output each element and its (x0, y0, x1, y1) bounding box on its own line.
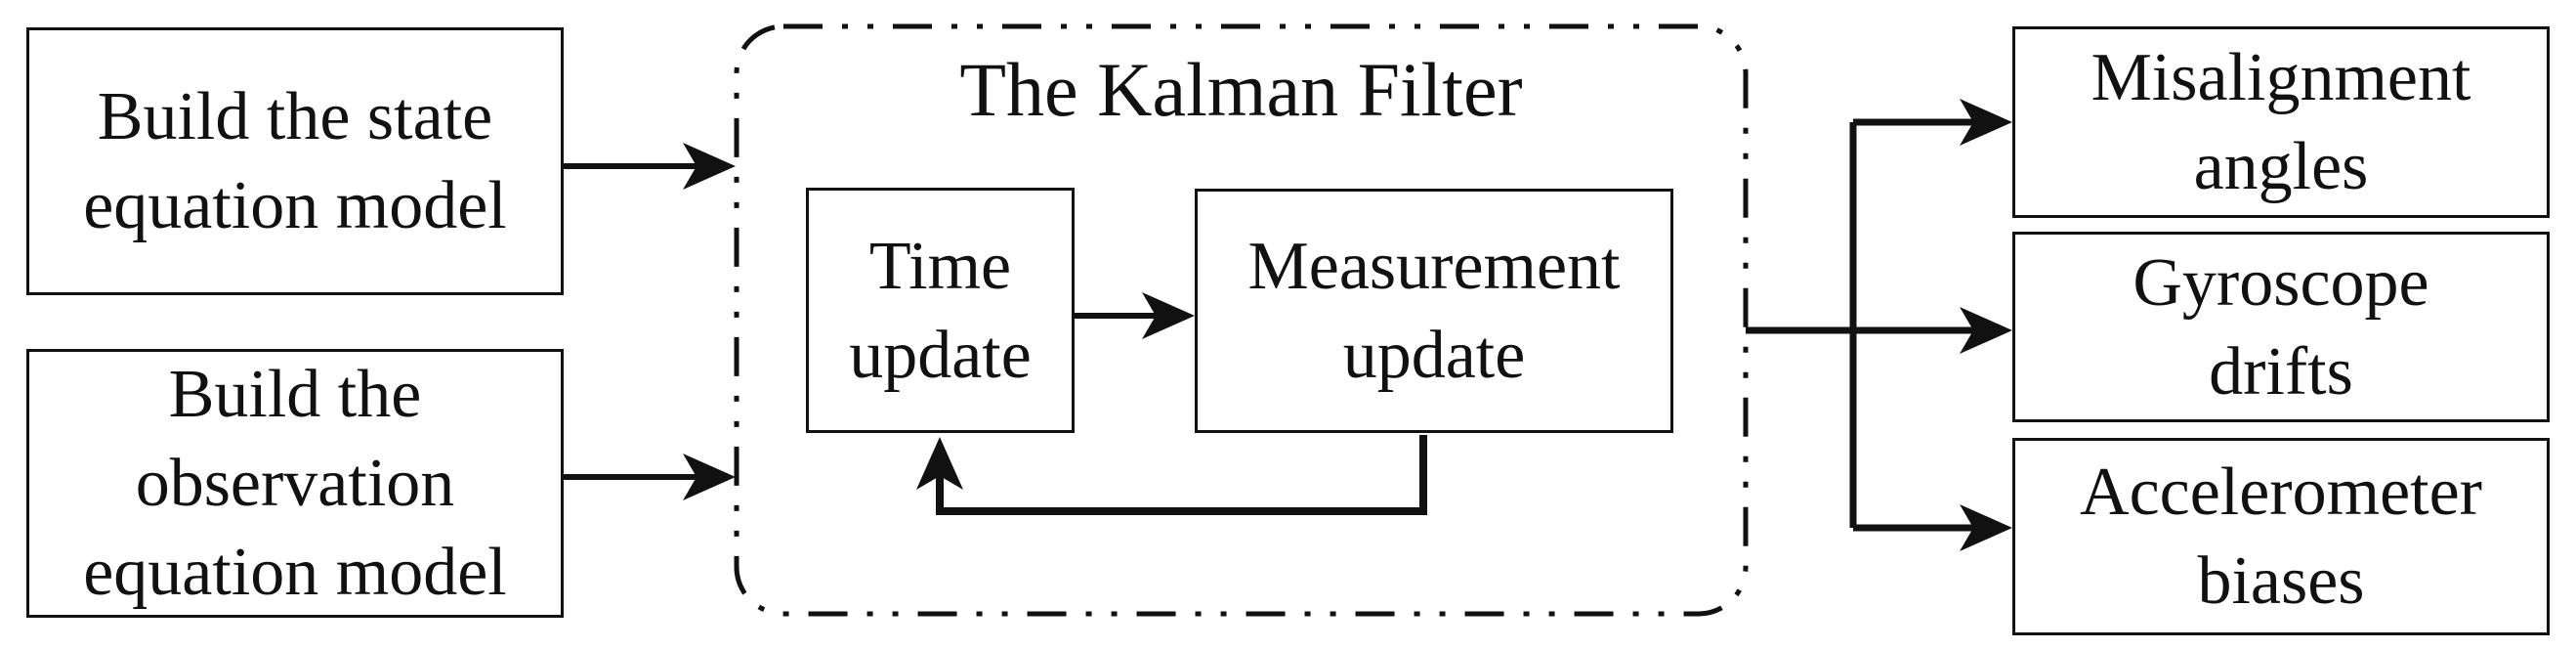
kalman-group-title: The Kalman Filter (959, 47, 1523, 132)
node-build-state-equation-model: Build the state equation model (26, 27, 564, 295)
node-gyroscope-drifts: Gyroscope drifts (2012, 232, 2550, 422)
output-trunk-lines (1746, 118, 1976, 532)
node-build-observation-equation-model: Build the observation equation model (26, 349, 564, 618)
arrow-state-to-kalman (564, 143, 736, 190)
node-accelerometer-biases: Accelerometer biases (2012, 438, 2550, 635)
node-label: Gyroscope drifts (2133, 244, 2429, 410)
arrow-kalman-to-accelerometer (1960, 504, 2012, 551)
node-label: Measurement update (1247, 229, 1621, 393)
node-label: Build the state equation model (83, 79, 507, 243)
arrow-observation-to-kalman (564, 454, 736, 500)
node-label: Misalignment angles (2090, 40, 2471, 204)
node-label: Accelerometer biases (2080, 455, 2482, 619)
arrow-kalman-to-gyroscope (1960, 307, 2012, 354)
node-label: Time update (849, 228, 1032, 393)
node-measurement-update: Measurement update (1195, 189, 1673, 433)
node-misalignment-angles: Misalignment angles (2012, 26, 2550, 218)
arrow-time-to-measurement (1075, 292, 1195, 339)
node-label: Build the observation equation model (83, 357, 507, 610)
kalman-group-border (734, 23, 1749, 617)
arrow-kalman-to-misalignment (1960, 99, 2012, 146)
node-time-update: Time update (806, 188, 1075, 433)
arrow-feedback-measurement-to-time (916, 435, 1427, 515)
